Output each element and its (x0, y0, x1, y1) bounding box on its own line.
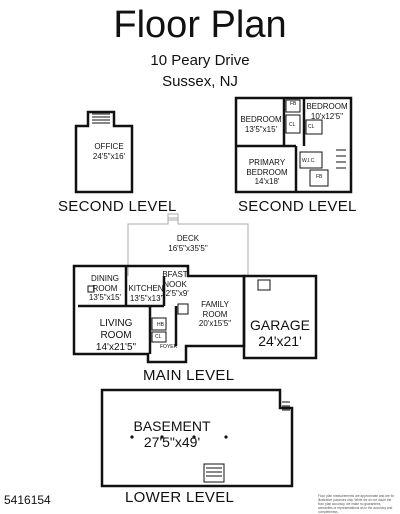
level-label-lower: LOWER LEVEL (125, 489, 235, 506)
room-name: PRIMARY BEDROOM (246, 158, 288, 177)
room-name: BEDROOM (306, 102, 348, 111)
label-cl-2: CL (308, 124, 315, 130)
basement-columns (130, 435, 228, 439)
room-size: 12'5"x9' (161, 289, 189, 298)
room-kitchen: KITCHEN 13'5"x13' (128, 284, 164, 303)
lower-level-details (203, 401, 290, 483)
room-size: 16'5"x35'5" (168, 243, 208, 253)
room-name: BFAST NOOK (162, 270, 188, 289)
level-label-second-left: SECOND LEVEL (58, 198, 177, 215)
room-name: DECK (176, 234, 200, 243)
room-name: LIVING ROOM (99, 318, 133, 341)
room-name: DINING ROOM (91, 274, 119, 293)
main-level-details (87, 279, 271, 343)
room-name: KITCHEN (128, 284, 164, 293)
lower-level-walls (100, 388, 294, 488)
label-wic: W.I.C. (302, 158, 316, 164)
room-size: 13'5"x15' (88, 293, 122, 302)
label-fb-top: FB (290, 101, 297, 107)
page-title: Floor Plan (113, 4, 287, 46)
room-name: BEDROOM (240, 115, 282, 124)
deck-outline (127, 213, 249, 276)
room-name: GARAGE (250, 317, 310, 333)
second-level-walls (234, 96, 353, 194)
room-size: 13'5"x13' (129, 293, 163, 303)
level-label-main: MAIN LEVEL (143, 367, 235, 384)
address-city: Sussex, NJ (162, 73, 238, 90)
room-size: 10'x12'5" (310, 111, 344, 121)
room-deck: DECK 16'5"x35'5" (158, 234, 218, 253)
label-cl-main: CL (155, 334, 162, 340)
label-hb: HB (157, 322, 164, 328)
room-bedroom-1: BEDROOM 13'5"x15' (238, 115, 284, 134)
level-label-second-right: SECOND LEVEL (238, 198, 357, 215)
office-walls (74, 110, 134, 194)
room-size: 13'5"x15' (244, 124, 278, 134)
room-size: 14'x21'5" (95, 342, 137, 353)
room-name: BASEMENT (133, 418, 211, 434)
disclaimer-text: Floor plan measurements are approximate … (318, 494, 395, 514)
room-garage: GARAGE 24'x21' (246, 317, 314, 349)
listing-number: 5416154 (4, 493, 51, 507)
office-stairs (92, 113, 110, 124)
label-cl-1: CL (289, 122, 296, 128)
room-size: 20'x15'5" (198, 319, 232, 328)
room-size: 24'x21' (258, 333, 302, 349)
room-name: OFFICE (94, 142, 124, 151)
room-name: FAMILY ROOM (201, 300, 229, 319)
room-size: 24'5"x16' (92, 151, 126, 161)
label-fb-bottom: FB (316, 174, 323, 180)
label-foyer: FOYER (160, 344, 178, 350)
second-level-details (285, 99, 346, 187)
room-basement: BASEMENT 27'5"x49' (124, 418, 220, 450)
room-size: 27'5"x49' (143, 434, 201, 450)
address-street: 10 Peary Drive (150, 52, 250, 69)
main-level-walls (72, 264, 318, 364)
room-size: 14'x18' (254, 177, 280, 186)
room-family: FAMILY ROOM 20'x15'5" (192, 300, 238, 329)
room-office: OFFICE 24'5"x16' (86, 142, 132, 161)
room-bedroom-2: BEDROOM 10'x12'5" (304, 102, 350, 121)
room-living: LIVING ROOM 14'x21'5" (88, 318, 144, 354)
room-bfast-nook: BFAST NOOK 12'5"x9' (160, 270, 190, 299)
room-dining: DINING ROOM 13'5"x15' (84, 274, 126, 303)
room-primary-bedroom: PRIMARY BEDROOM 14'x18' (240, 158, 294, 187)
